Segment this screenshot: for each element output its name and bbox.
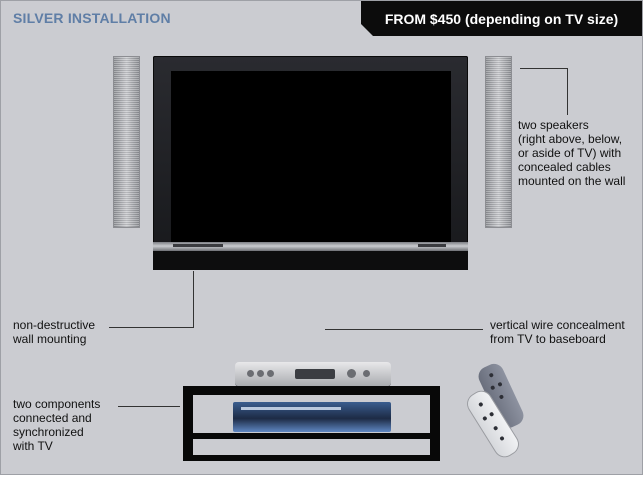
page-title: SILVER INSTALLATION xyxy=(13,10,171,26)
dvd-player-icon xyxy=(233,402,391,432)
left-speaker-icon xyxy=(113,56,140,228)
tv-controls xyxy=(418,244,446,247)
tv-bottom-bezel xyxy=(153,251,468,270)
wall-mounting-callout: non-destructive wall mounting xyxy=(13,318,96,346)
remote-button xyxy=(498,394,505,400)
price-label: FROM $450 (depending on TV size) xyxy=(384,10,619,27)
cable-box-button xyxy=(347,369,356,378)
remote-button xyxy=(490,385,496,391)
flat-panel-tv-icon xyxy=(153,56,468,270)
components-callout-line xyxy=(118,406,180,407)
tv-stand-leg-left xyxy=(183,386,193,461)
speakers-callout: two speakers (right above, below, or asi… xyxy=(518,118,626,188)
dvd-tray xyxy=(241,407,341,410)
remote-button xyxy=(488,372,494,378)
mounting-callout-line xyxy=(109,327,194,328)
remote-button xyxy=(497,381,503,387)
tv-stand-shelf xyxy=(183,433,440,439)
remote-button xyxy=(492,425,499,431)
wire-concealment-callout: vertical wire concealment from TV to bas… xyxy=(490,318,625,346)
mounting-callout-line-vertical xyxy=(193,271,194,328)
tv-stand-top xyxy=(183,386,440,395)
remote-button xyxy=(478,401,484,408)
cable-box-button xyxy=(363,370,370,377)
cable-box-button xyxy=(267,370,274,377)
tv-stand-leg-right xyxy=(430,386,440,461)
cable-box-button xyxy=(247,370,254,377)
cable-box-icon xyxy=(235,362,391,386)
speaker-callout-line-vertical xyxy=(567,68,568,115)
installation-panel: SILVER INSTALLATION FROM $450 (depending… xyxy=(0,0,643,475)
tv-screen xyxy=(171,71,451,242)
components-callout: two components connected and synchronize… xyxy=(13,397,101,453)
cable-box-button xyxy=(257,370,264,377)
tv-stand-base xyxy=(183,455,440,461)
remote-button xyxy=(482,415,488,422)
remote-button xyxy=(488,411,495,418)
price-badge: FROM $450 (depending on TV size) xyxy=(361,1,642,36)
wire-callout-line xyxy=(325,329,483,330)
right-speaker-icon xyxy=(485,56,512,228)
speaker-callout-line xyxy=(520,68,567,69)
remote-button xyxy=(499,435,505,442)
cable-box-display xyxy=(295,369,335,379)
tv-silver-trim xyxy=(153,242,468,251)
tv-brand-mark xyxy=(173,244,223,247)
